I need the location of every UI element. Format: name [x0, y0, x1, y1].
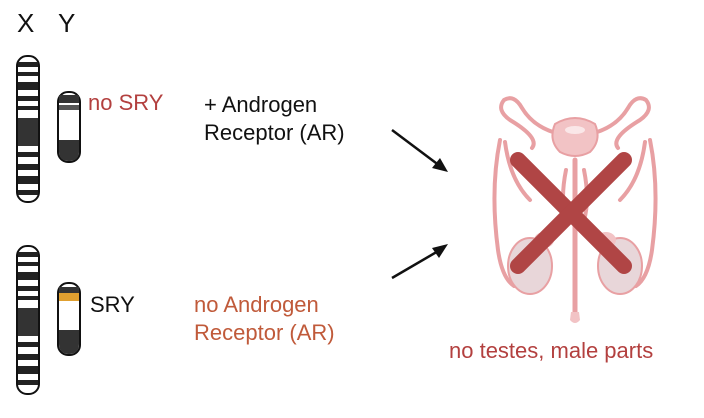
y-header: Y	[58, 8, 76, 38]
cross-icon	[510, 152, 632, 274]
y-chromosome-top	[57, 91, 81, 163]
plus-ar-line1: + Androgen	[204, 92, 318, 117]
sry-label: SRY	[90, 292, 135, 317]
sry-band	[59, 293, 79, 301]
plus-ar-line2: Receptor (AR)	[204, 120, 345, 145]
x-chromosome-top	[16, 55, 40, 203]
result-caption: no testes, male parts	[449, 338, 654, 363]
no-ar-line2: Receptor (AR)	[194, 320, 335, 345]
no-ar-line1: no Androgen	[194, 292, 319, 317]
y-chromosome-bottom	[57, 282, 81, 356]
x-header: X	[17, 8, 35, 38]
no-sry-label: no SRY	[88, 90, 164, 115]
arrow-top	[391, 129, 448, 172]
x-chromosome-bottom	[16, 245, 40, 395]
arrow-bottom	[391, 244, 448, 280]
